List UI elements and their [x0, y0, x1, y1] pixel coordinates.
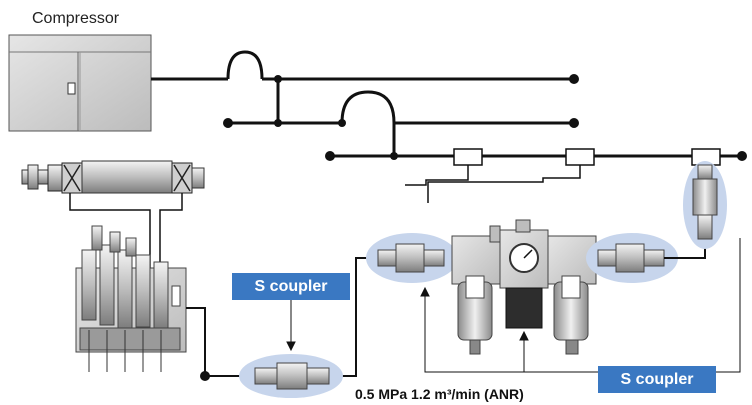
- compressor-label: Compressor: [32, 10, 120, 27]
- s-coupler-drop: [683, 161, 727, 249]
- air-cylinder: [21, 160, 205, 194]
- frl-unit: [451, 219, 597, 355]
- branch-lines: [405, 165, 581, 203]
- compressor-unit: [8, 34, 152, 132]
- main-air-line-2: [228, 90, 574, 156]
- cylinder-hoses: [69, 193, 183, 268]
- s-coupler-frl-outlet: [586, 233, 678, 283]
- s-coupler-frl-inlet: [366, 233, 458, 283]
- s-coupler-left: [239, 354, 343, 398]
- valve-manifold: [75, 225, 187, 372]
- s-coupler-badge-left: S coupler: [232, 273, 350, 300]
- flow-spec-label: 0.5 MPa 1.2 m³/min (ANR): [355, 386, 524, 402]
- callout-lines: [286, 238, 741, 373]
- main-air-line-1: [151, 50, 574, 123]
- s-coupler-badge-right: S coupler: [598, 366, 716, 393]
